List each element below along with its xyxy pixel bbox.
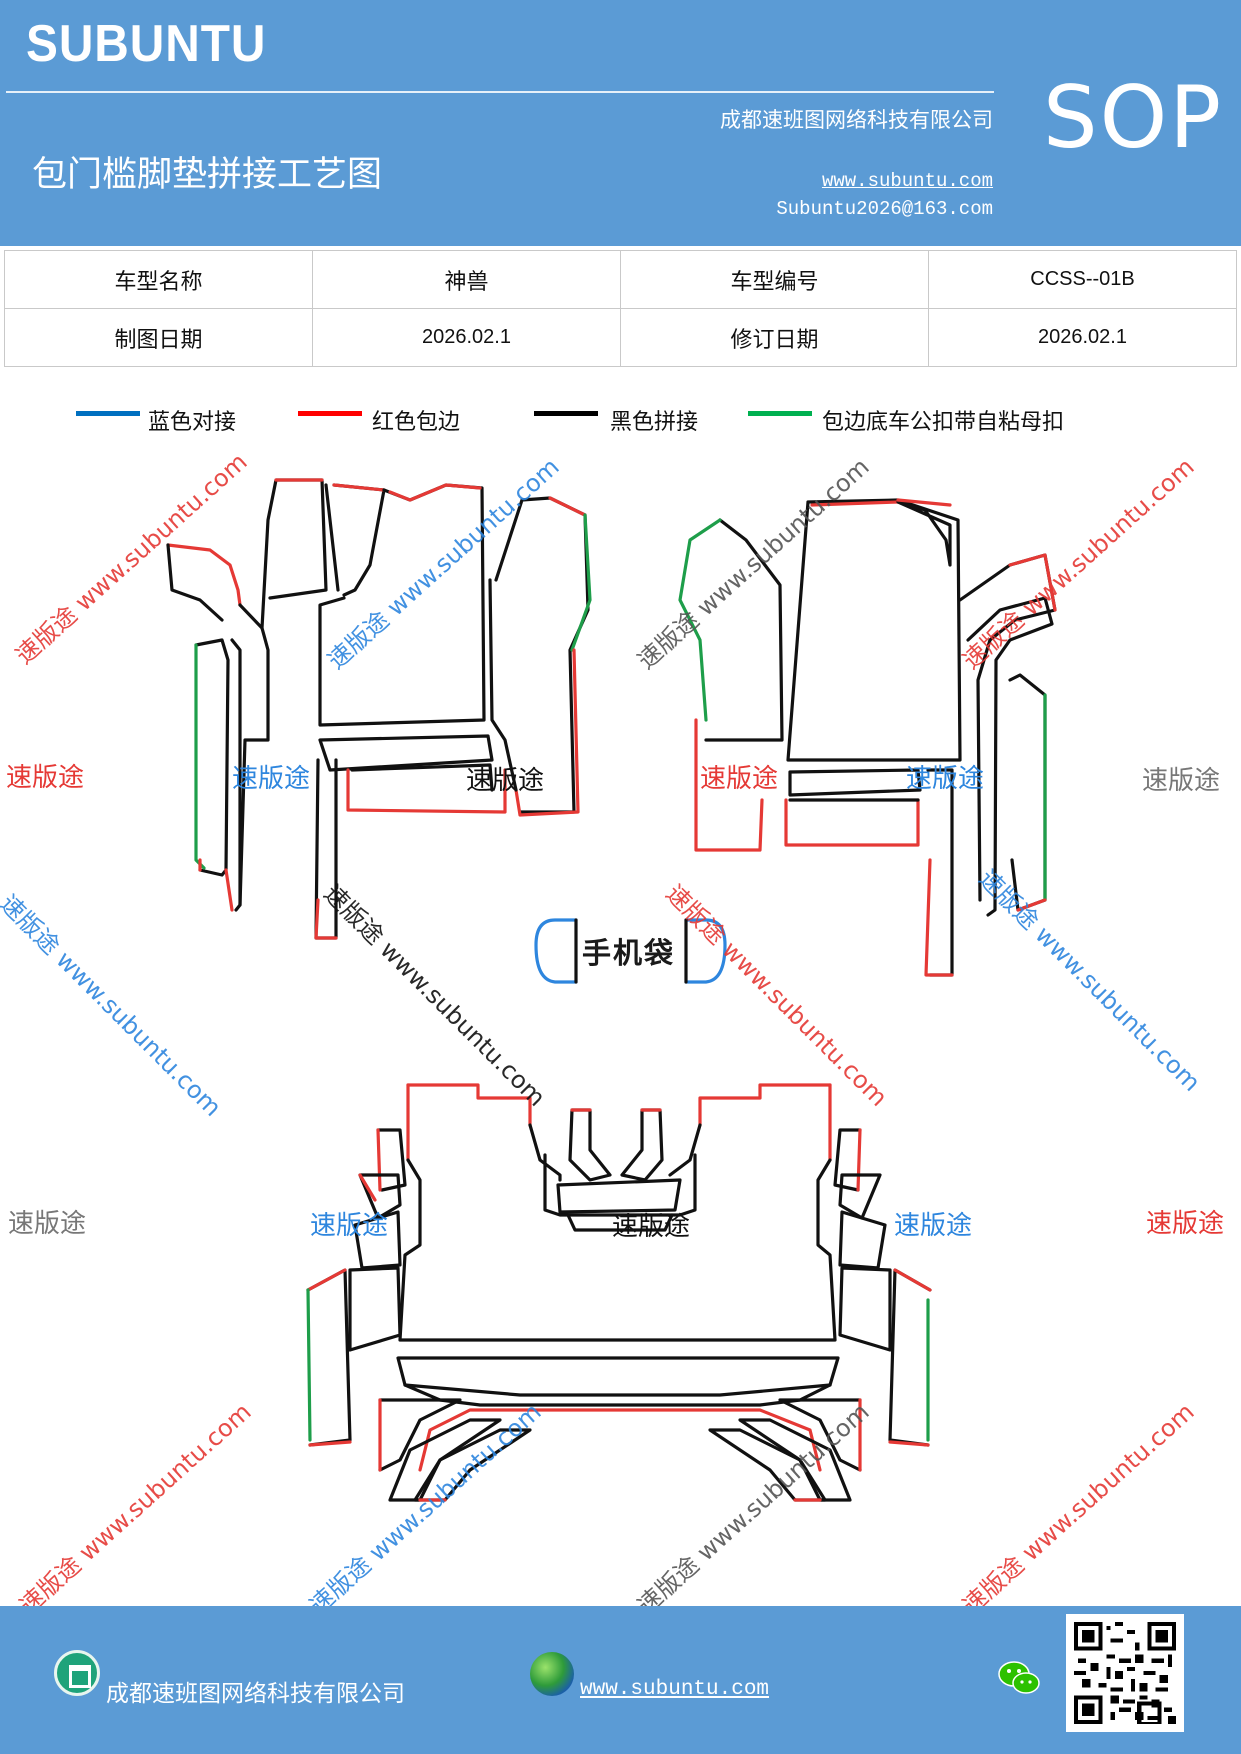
qr-code[interactable] [1066, 1614, 1184, 1732]
watermark-text: 速版途 [612, 1212, 691, 1242]
globe-icon [530, 1652, 574, 1696]
watermark-text: 速版途 [310, 1211, 389, 1241]
draw-date-label: 制图日期 [4, 308, 313, 367]
legend-swatch [534, 411, 598, 416]
revise-date-value: 2026.02.1 [928, 308, 1237, 367]
front-right-mat-group [678, 498, 1057, 977]
footer-banner: 成都速班图网络科技有限公司 www.subuntu.com [0, 1606, 1241, 1754]
header-banner: SUBUNTU 成都速班图网络科技有限公司 包门槛脚垫拼接工艺图 www.sub… [0, 0, 1241, 246]
legend-label: 黑色拼接 [610, 410, 699, 435]
draw-date-value: 2026.02.1 [312, 308, 621, 367]
watermark-text: 速版途 [466, 766, 545, 796]
revise-date-label: 修订日期 [620, 308, 929, 367]
watermark-text: 速版途 [1142, 766, 1221, 796]
front-left-mat-group [166, 478, 592, 940]
model-code-label: 车型编号 [620, 250, 929, 309]
watermark-text: 速版途 [700, 764, 779, 794]
home-icon [54, 1650, 100, 1696]
phone-pocket [534, 918, 727, 984]
rear-mat-group [306, 1083, 932, 1502]
vehicle-info-table: 车型名称 神兽 车型编号 CCSS--01B 制图日期 2026.02.1 修订… [4, 250, 1237, 367]
legend-swatch [76, 411, 140, 416]
color-legend: 蓝色对接 红色包边 黑色拼接 包边底车公扣带自粘母扣 [76, 404, 1176, 438]
header-divider [6, 91, 994, 93]
legend-label: 蓝色对接 [148, 410, 237, 435]
brand-logo: SUBUNTU [26, 15, 267, 73]
footer-website-link[interactable]: www.subuntu.com [580, 1678, 770, 1701]
wechat-icon[interactable] [996, 1658, 1042, 1698]
legend-swatch [748, 411, 812, 416]
sop-badge: SOP [1043, 68, 1224, 168]
watermark-text: 速版途 [1146, 1209, 1225, 1239]
table-row: 制图日期 2026.02.1 修订日期 2026.02.1 [4, 308, 1237, 367]
mat-splicing-diagram [166, 478, 1057, 1502]
watermark-text: 速版途 [894, 1211, 973, 1241]
watermark-text: 速版途 [6, 763, 85, 793]
model-name-label: 车型名称 [4, 250, 313, 309]
legend-label: 包边底车公扣带自粘母扣 [822, 410, 1065, 435]
document-title: 包门槛脚垫拼接工艺图 [32, 155, 383, 195]
footer-company: 成都速班图网络科技有限公司 [106, 1681, 405, 1707]
qr-code-pattern [1074, 1622, 1176, 1727]
email-address[interactable]: Subuntu2026@163.com [776, 198, 993, 220]
model-name-value: 神兽 [312, 250, 621, 309]
watermark-text: 速版途 [8, 1209, 87, 1239]
watermark-text: 速版途 [906, 764, 985, 794]
company-name: 成都速班图网络科技有限公司 [720, 108, 993, 132]
legend-swatch [298, 411, 362, 416]
phone-pocket-label: 手机袋 [582, 936, 676, 970]
legend-label: 红色包边 [372, 410, 461, 435]
watermark-text: 速版途 [232, 764, 311, 794]
website-link[interactable]: www.subuntu.com [821, 170, 993, 192]
